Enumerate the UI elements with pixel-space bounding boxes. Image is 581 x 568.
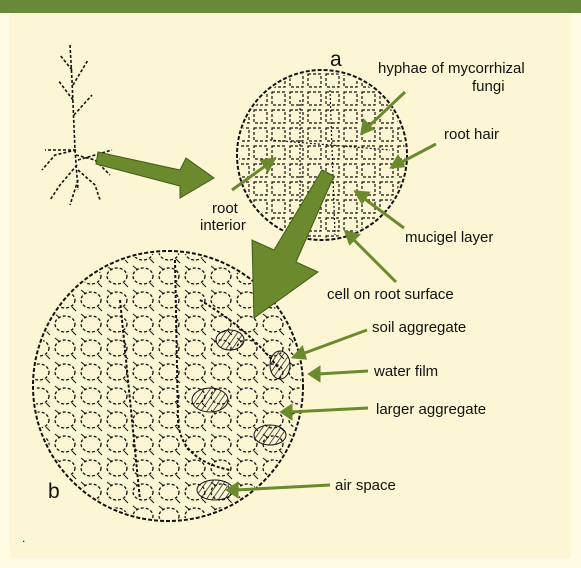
root-section-circle [237,70,407,240]
label-root-interior-line2: interior [200,217,246,234]
label-larger-aggregate: larger aggregate [376,401,486,418]
label-air-space: air space [335,477,396,494]
label-hyphae-line1: hyphae of mycorrhizal [378,60,525,77]
label-mucigel-layer: mucigel layer [405,229,493,246]
footnote: . [22,530,25,547]
pointer-soil-aggregate [302,330,367,354]
panel-label-b: b [48,480,60,504]
label-hyphae-line2: fungi [472,78,505,95]
label-cell-on-root-surface: cell on root surface [327,286,454,303]
whole-root-sketch [42,45,112,205]
label-soil-aggregate: soil aggregate [372,319,466,336]
label-water-film: water film [374,363,438,380]
pointer-larger-aggregate [290,408,368,412]
panel-label-a: a [330,48,342,72]
label-root-interior-line1: root [212,200,238,217]
pointer-water-film [318,371,368,374]
arrow-root-to-section [96,152,214,198]
pointer-cell-surface [352,238,396,282]
label-root-hair: root hair [444,126,499,143]
